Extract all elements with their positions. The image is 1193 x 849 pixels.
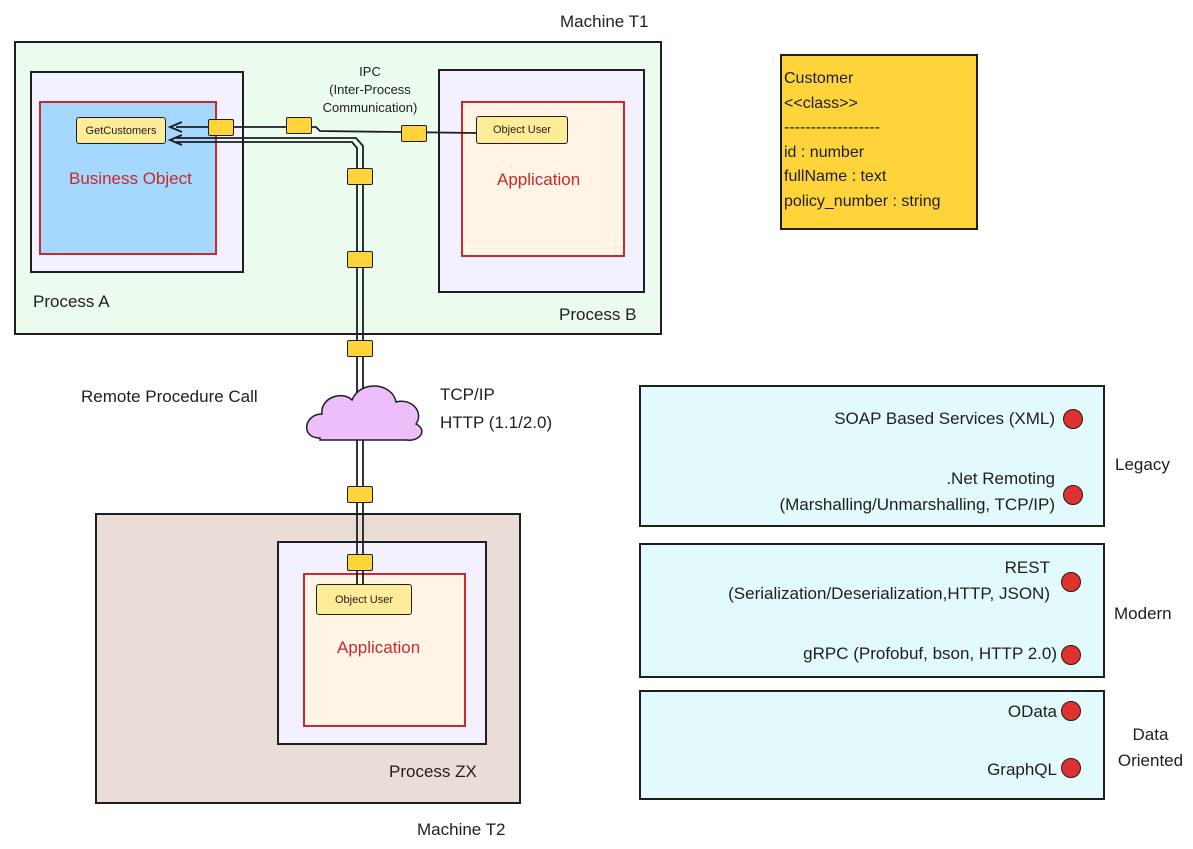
object-user-zx[interactable]: Object User: [316, 584, 412, 615]
ipc-arrowhead: [167, 121, 183, 133]
application-zx-label: Application: [337, 638, 421, 657]
customer-class-box: Customer <<class>> ------------------ id…: [780, 54, 978, 230]
soap-dot: [1063, 409, 1083, 429]
application-b-label: Application: [497, 170, 581, 189]
grpc-item: gRPC (Profobuf, bson, HTTP 2.0): [803, 644, 1057, 663]
connector-chip: [347, 340, 373, 357]
machine-t2-label: Machine T2: [417, 820, 506, 839]
connector-chip: [347, 554, 373, 571]
modern-label: Modern: [1114, 604, 1172, 623]
data-oriented-label-line2: Oriented: [1117, 751, 1184, 770]
rest-line2: (Serialization/Deserialization,HTTP, JSO…: [728, 584, 1050, 603]
connector-chip: [347, 251, 373, 268]
net-remoting-line1: .Net Remoting: [946, 469, 1055, 488]
data-oriented-label: Data Oriented: [1108, 722, 1193, 774]
legacy-box: [639, 385, 1105, 527]
grpc-dot: [1061, 645, 1081, 665]
data-oriented-box: [639, 690, 1105, 800]
rest-dot: [1061, 572, 1081, 592]
protocol-http: HTTP (1.1/2.0): [440, 413, 553, 432]
class-name: Customer: [784, 70, 854, 87]
connector-chip: [401, 125, 427, 142]
ipc-line3: Communication): [322, 100, 418, 115]
object-user-b[interactable]: Object User: [476, 116, 568, 144]
rpc-connector: [176, 141, 358, 584]
ipc-line2: (Inter-Process: [329, 82, 411, 97]
protocol-tcpip: TCP/IP: [440, 385, 495, 404]
rest-item: REST (Serialization/Deserialization,HTTP…: [728, 555, 1050, 607]
net-remoting-line2: (Marshalling/Unmarshalling, TCP/IP): [779, 495, 1055, 514]
machine-t1-label: Machine T1: [560, 12, 649, 31]
connector-chip: [208, 119, 234, 136]
graphql-dot: [1061, 758, 1081, 778]
connector-chip: [347, 486, 373, 503]
class-field: id : number: [784, 143, 865, 161]
rpc-label: Remote Procedure Call: [81, 387, 258, 406]
rest-line1: REST: [1004, 558, 1050, 577]
soap-item: SOAP Based Services (XML): [834, 409, 1055, 428]
process-zx-label: Process ZX: [389, 762, 477, 781]
graphql-item: GraphQL: [987, 760, 1057, 779]
class-stereotype: <<class>>: [784, 94, 858, 112]
net-remoting-dot: [1063, 485, 1083, 505]
ipc-label: IPC (Inter-Process Communication): [300, 63, 440, 117]
rpc-arrowhead: [167, 134, 183, 146]
class-field: fullName : text: [784, 168, 887, 185]
ipc-line1: IPC: [359, 64, 381, 79]
connector-chip: [347, 168, 373, 185]
net-remoting-item: .Net Remoting (Marshalling/Unmarshalling…: [779, 466, 1055, 518]
connector-chip: [286, 117, 312, 134]
cloud-icon: [306, 385, 423, 441]
rpc-connector-shadow: [176, 137, 364, 584]
class-divider: ------------------: [784, 119, 880, 136]
ipc-connector: [176, 126, 477, 134]
odata-dot: [1061, 701, 1081, 721]
odata-item: OData: [1007, 702, 1057, 721]
data-oriented-label-line1: Data: [1132, 725, 1169, 744]
legacy-label: Legacy: [1115, 455, 1170, 474]
modern-box: [639, 543, 1105, 678]
business-object-label: Business Object: [69, 169, 192, 188]
process-b-label: Process B: [559, 305, 637, 324]
class-field: policy_number : string: [784, 192, 941, 210]
process-a-label: Process A: [33, 292, 110, 311]
get-customers-method[interactable]: GetCustomers: [76, 117, 166, 144]
